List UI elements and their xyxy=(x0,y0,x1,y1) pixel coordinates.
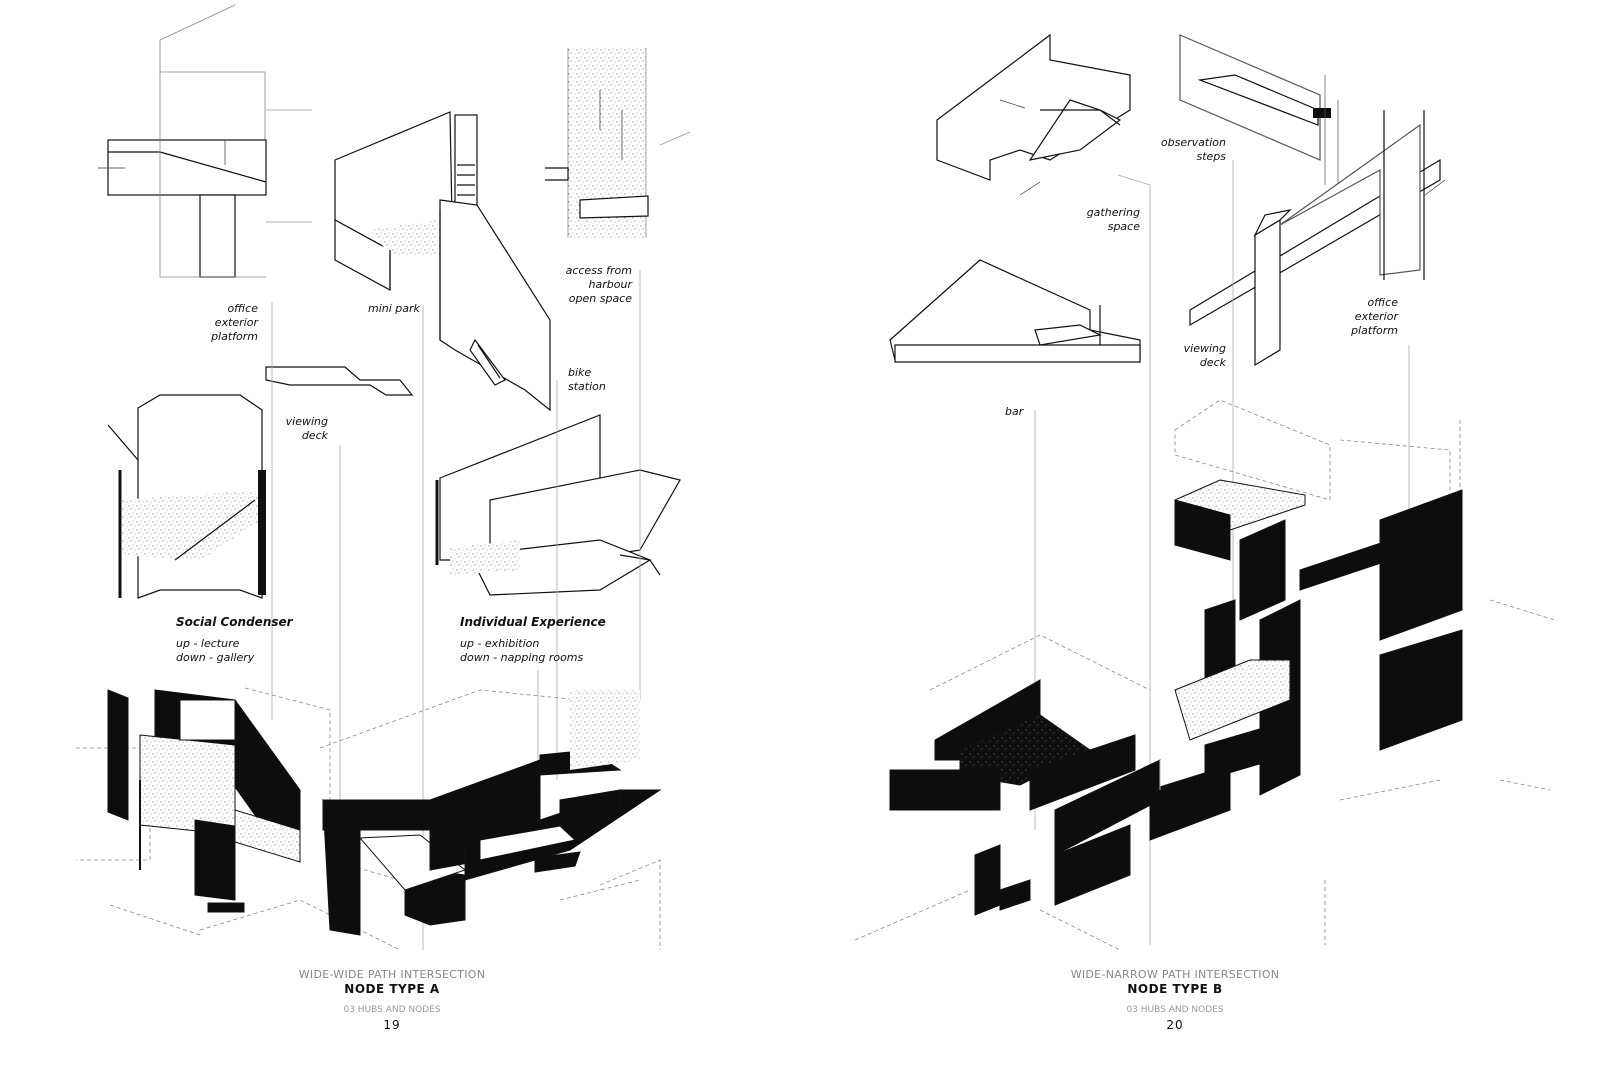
page-19-section: 03 HUBS AND NODES xyxy=(343,1005,441,1015)
page-20-number: 20 xyxy=(1166,1018,1184,1032)
label-harbour-access: access from harbour open space xyxy=(565,264,632,305)
label-gathering-space: gathering space xyxy=(1086,206,1140,233)
page-20-drawings xyxy=(854,33,1556,951)
viewing-deck-detail-a xyxy=(265,366,414,396)
gathering-space-detail xyxy=(936,33,1131,196)
label-mini-park: mini park xyxy=(368,302,420,315)
label-bike-station: bike station xyxy=(568,366,606,393)
page-19-drawings xyxy=(76,4,691,951)
label-individual-experience: Individual Experience xyxy=(460,615,606,629)
label-office-platform-b: office exterior platform xyxy=(1351,296,1398,337)
page-19-subtitle: WIDE-WIDE PATH INTERSECTION xyxy=(298,968,486,981)
label-bar: bar xyxy=(1005,405,1024,418)
mini-park-detail xyxy=(334,111,551,412)
node-b-mass xyxy=(889,479,1463,916)
page-19-number: 19 xyxy=(383,1018,401,1032)
label-viewing-deck-a: viewing deck xyxy=(285,415,328,442)
viewing-deck-office-detail-b xyxy=(1189,110,1446,367)
bar-detail xyxy=(889,259,1141,363)
node-a-mass-left xyxy=(107,689,301,913)
label-individual-experience-program: up - exhibition down - napping rooms xyxy=(460,637,584,664)
observation-steps-detail xyxy=(1179,34,1339,185)
harbour-access-detail xyxy=(545,48,691,238)
node-a-mass-right xyxy=(322,690,662,936)
page-20-title: NODE TYPE B xyxy=(1127,982,1223,996)
label-viewing-deck-b: viewing deck xyxy=(1183,342,1226,369)
label-observation-steps: observation steps xyxy=(1160,136,1226,163)
page-19-title: NODE TYPE A xyxy=(344,982,440,996)
social-condenser-detail xyxy=(107,394,266,599)
label-social-condenser: Social Condenser xyxy=(176,615,293,629)
label-social-condenser-program: up - lecture down - gallery xyxy=(176,637,255,664)
page-20-section: 03 HUBS AND NODES xyxy=(1126,1005,1224,1015)
label-office-platform-a: office exterior platform xyxy=(211,302,258,343)
page-20-subtitle: WIDE-NARROW PATH INTERSECTION xyxy=(1070,968,1280,981)
individual-experience-detail xyxy=(435,414,681,596)
office-platform-detail-a xyxy=(98,4,312,278)
